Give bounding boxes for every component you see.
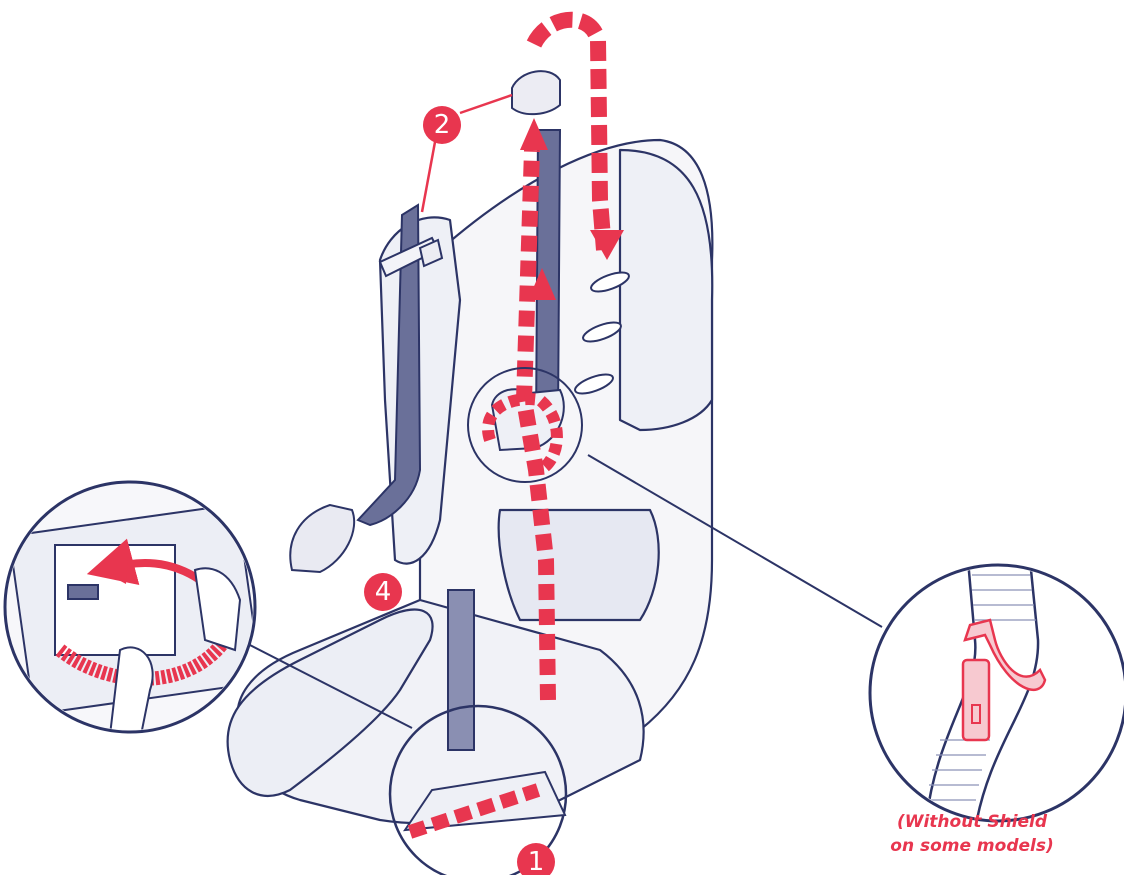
caption-line-2: on some models) xyxy=(872,834,1072,858)
step-4-badge: 4 xyxy=(364,573,402,611)
step-2-badge: 2 xyxy=(423,106,461,144)
step-1-badge: 1 xyxy=(517,843,555,881)
crotch-strap xyxy=(448,590,474,750)
caption-line-1: (Without Shield xyxy=(872,810,1072,834)
caption: (Without Shield on some models) xyxy=(872,810,1072,858)
